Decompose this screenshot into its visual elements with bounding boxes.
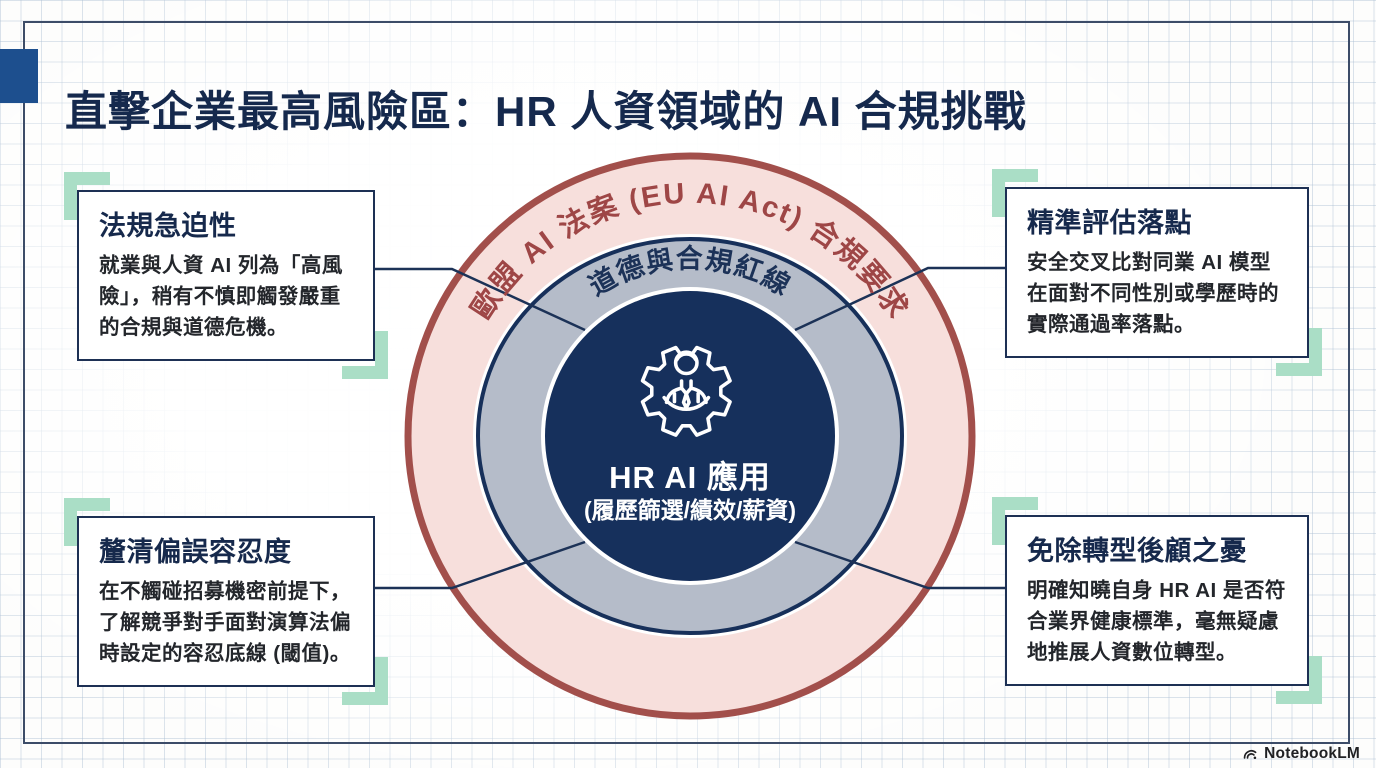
center-title: HR AI 應用 [609, 460, 771, 495]
callout-body: 在不觸碰招募機密前提下，了解競爭對手面對演算法偏時設定的容忍底線 (閾值)。 [99, 580, 351, 665]
center-subtitle: (履歷篩選/績效/薪資) [584, 497, 796, 523]
brand-label: NotebookLM [1264, 745, 1360, 762]
notebooklm-brand: NotebookLM [1242, 745, 1360, 763]
callout-box: 釐清偏誤容忍度 在不觸碰招募機密前提下，了解競爭對手面對演算法偏時設定的容忍底線… [77, 516, 375, 688]
page-title: 直擊企業最高風險區：HR 人資領域的 AI 合規挑戰 [65, 88, 1027, 136]
callout-box: 精準評估落點 安全交叉比對同業 AI 模型在面對不同性別或學歷時的實際通過率落點… [1005, 187, 1309, 359]
page-frame-border [23, 21, 1350, 744]
callout-box: 法規急迫性 就業與人資 AI 列為「高風險」，稍有不慎即觸發嚴重的合規與道德危機… [77, 190, 375, 362]
callout-box: 免除轉型後顧之憂 明確知曉自身 HR AI 是否符合業界健康標準，毫無疑慮地推展… [1005, 515, 1309, 687]
corner-bracket-icon [64, 172, 110, 220]
corner-bracket-icon [64, 498, 110, 546]
callout-title: 精準評估落點 [1027, 208, 1192, 238]
corner-bracket-icon [992, 169, 1038, 217]
center-navy-circle [545, 291, 835, 581]
person-in-gear-icon [640, 345, 732, 437]
corner-bracket-icon [342, 331, 388, 380]
callout-body: 安全交叉比對同業 AI 模型在面對不同性別或學歷時的實際通過率落點。 [1027, 251, 1279, 336]
callout-title: 免除轉型後顧之憂 [1027, 536, 1247, 566]
connector-top-left [374, 267, 586, 332]
callout-title: 釐清偏誤容忍度 [99, 537, 292, 567]
notebooklm-logo-icon [1243, 749, 1257, 759]
callout-top-right: 精準評估落點 安全交叉比對同業 AI 模型在面對不同性別或學歷時的實際通過率落點… [992, 169, 1322, 377]
connector-bottom-left [374, 540, 586, 590]
callout-bottom-right: 免除轉型後顧之憂 明確知曉自身 HR AI 是否符合業界健康標準，毫無疑慮地推展… [992, 497, 1322, 705]
callout-body: 明確知曉自身 HR AI 是否符合業界健康標準，毫無疑慮地推展人資數位轉型。 [1027, 579, 1286, 664]
corner-bracket-icon [342, 657, 388, 706]
corner-bracket-icon [1276, 656, 1322, 705]
connector-top-right [794, 266, 1006, 332]
corner-bracket-icon [1276, 328, 1322, 377]
title-accent-square [0, 49, 38, 103]
corner-bracket-icon [992, 497, 1038, 545]
callout-top-left: 法規急迫性 就業與人資 AI 列為「高風險」，稍有不慎即觸發嚴重的合規與道德危機… [64, 172, 388, 380]
connector-bottom-right [794, 540, 1006, 590]
callout-body: 就業與人資 AI 列為「高風險」，稍有不慎即觸發嚴重的合規與道德危機。 [99, 254, 343, 339]
callout-title: 法規急迫性 [99, 211, 237, 241]
callout-bottom-left: 釐清偏誤容忍度 在不觸碰招募機密前提下，了解競爭對手面對演算法偏時設定的容忍底線… [64, 498, 388, 706]
